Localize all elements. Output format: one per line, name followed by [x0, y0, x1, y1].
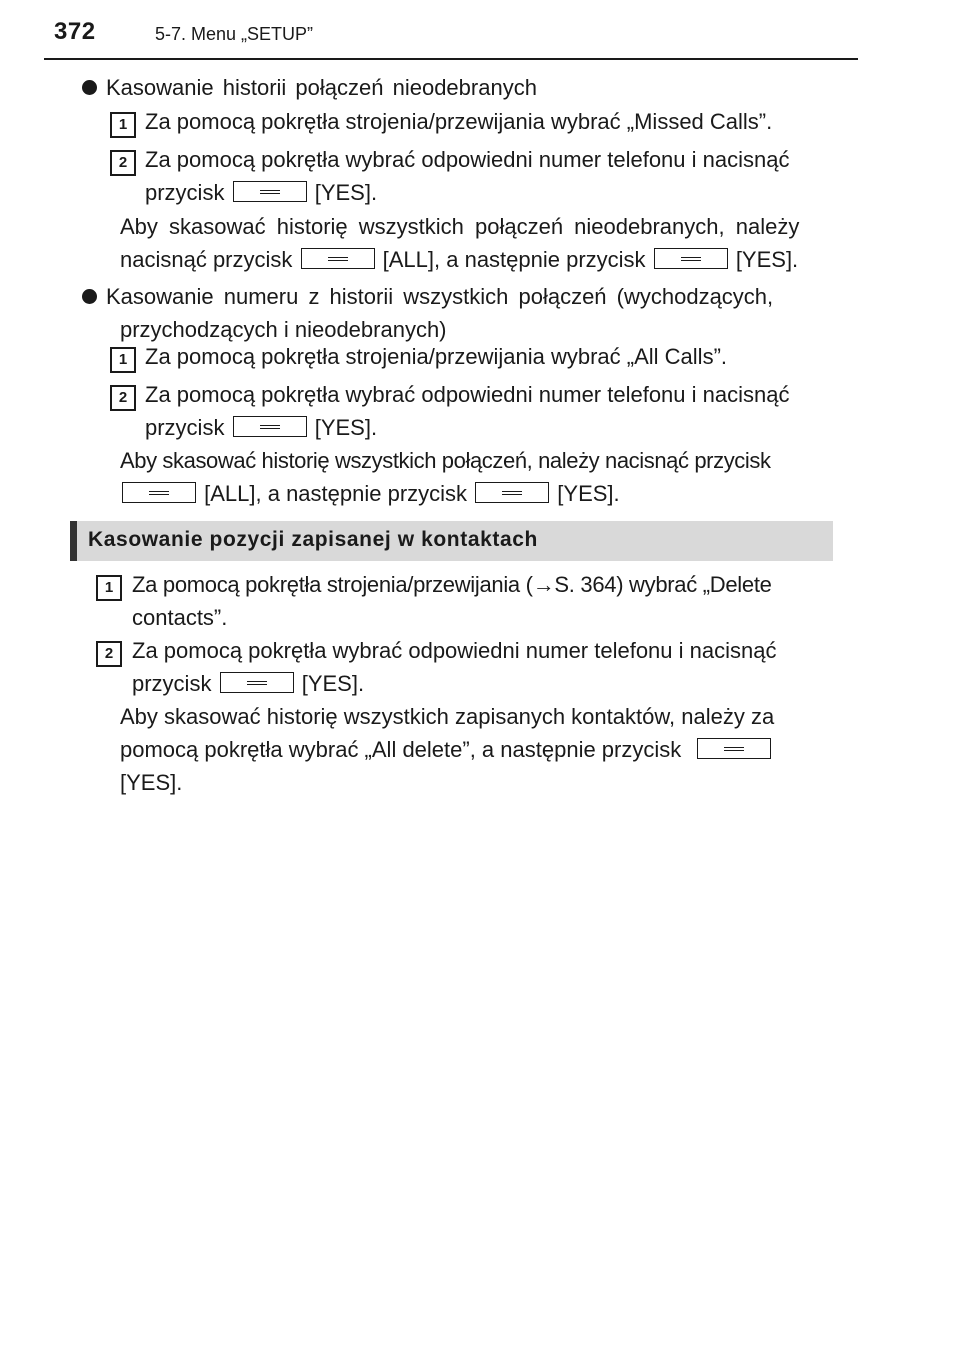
inline-text: przycisk	[145, 180, 225, 205]
bullet-heading-missed: Kasowanie historii połączeń nieodebranyc…	[106, 75, 537, 100]
step-line: przycisk [YES].	[145, 176, 835, 209]
inline-text: [YES].	[314, 180, 378, 205]
section-heading: Kasowanie pozycji zapisanej w kontaktach	[88, 528, 538, 551]
screen-button-icon	[232, 416, 307, 437]
screen-button-icon	[300, 248, 375, 269]
inline-text: [YES].	[557, 481, 620, 506]
note-text: Aby skasować historię wszystkich połącze…	[120, 210, 832, 276]
note-line: Aby skasować historię wszystkich połącze…	[120, 214, 800, 239]
chapter-title: 5-7. Menu „SETUP”	[155, 24, 314, 44]
bullet-icon	[82, 80, 97, 95]
note-line: Aby skasować historię wszystkich połącze…	[120, 448, 771, 473]
screen-button-icon	[653, 248, 728, 269]
inline-text: [ALL], a następnie przycisk	[382, 247, 646, 272]
page-header: 372 5-7. Menu „SETUP”	[0, 0, 960, 60]
inline-text: [YES].	[314, 415, 378, 440]
heading-line: Kasowanie numeru z historii wszystkich p…	[106, 284, 774, 309]
step-number-2: 2	[110, 150, 136, 176]
note-line: nacisnąć przycisk [ALL], a następnie prz…	[120, 243, 832, 276]
inline-text: pomocą pokrętła wybrać „All delete”, a n…	[120, 737, 682, 762]
inline-text: [ALL], a następnie przycisk	[204, 481, 468, 506]
screen-button-icon	[475, 482, 550, 503]
step-line: contacts”.	[132, 605, 228, 630]
note-line: [YES].	[120, 770, 183, 795]
step-text: Za pomocą pokrętła strojenia/przewijania…	[145, 344, 728, 369]
step-line: Za pomocą pokrętła wybrać odpowiedni num…	[145, 147, 790, 172]
step-line: Za pomocą pokrętła strojenia/przewijania…	[132, 572, 772, 597]
step-line: Za pomocą pokrętła wybrać odpowiedni num…	[132, 638, 777, 663]
note-line: Aby skasować historię wszystkich zapisan…	[120, 704, 775, 729]
note-line: pomocą pokrętła wybrać „All delete”, a n…	[120, 733, 832, 766]
step-number-1: 1	[110, 112, 136, 138]
step-line: przycisk [YES].	[145, 411, 835, 444]
step-text: Za pomocą pokrętła wybrać odpowiedni num…	[132, 634, 834, 700]
inline-text: nacisnąć przycisk	[120, 247, 293, 272]
step-text: Za pomocą pokrętła strojenia/przewijania…	[145, 109, 773, 134]
step-text: Za pomocą pokrętła strojenia/przewijania…	[132, 568, 834, 634]
note-text: Aby skasować historię wszystkich zapisan…	[120, 700, 832, 799]
page-number: 372	[54, 18, 96, 45]
step-number-2: 2	[110, 385, 136, 411]
note-line: [ALL], a następnie przycisk [YES].	[120, 477, 832, 510]
step-number-1: 1	[110, 347, 136, 373]
section-heading-bar: Kasowanie pozycji zapisanej w kontaktach	[70, 521, 833, 561]
step-text: Za pomocą pokrętła wybrać odpowiedni num…	[145, 143, 835, 209]
step-number-2: 2	[96, 641, 122, 667]
heading-line: przychodzących i nieodebranych)	[120, 317, 447, 342]
screen-button-icon	[219, 672, 294, 693]
inline-text: [YES].	[735, 247, 799, 272]
step-number-1: 1	[96, 575, 122, 601]
step-text: Za pomocą pokrętła wybrać odpowiedni num…	[145, 378, 835, 444]
note-text: Aby skasować historię wszystkich połącze…	[120, 444, 832, 510]
step-line: przycisk [YES].	[132, 667, 834, 700]
screen-button-icon	[232, 181, 307, 202]
bullet-heading-all: Kasowanie numeru z historii wszystkich p…	[106, 280, 834, 346]
screen-button-icon	[697, 738, 772, 759]
inline-text: przycisk	[145, 415, 225, 440]
inline-text: [YES].	[301, 671, 365, 696]
bullet-icon	[82, 289, 97, 304]
step-line: Za pomocą pokrętła wybrać odpowiedni num…	[145, 382, 790, 407]
inline-text: przycisk	[132, 671, 212, 696]
screen-button-icon	[122, 482, 196, 503]
section-accent	[70, 521, 77, 561]
header-rule	[44, 58, 858, 60]
